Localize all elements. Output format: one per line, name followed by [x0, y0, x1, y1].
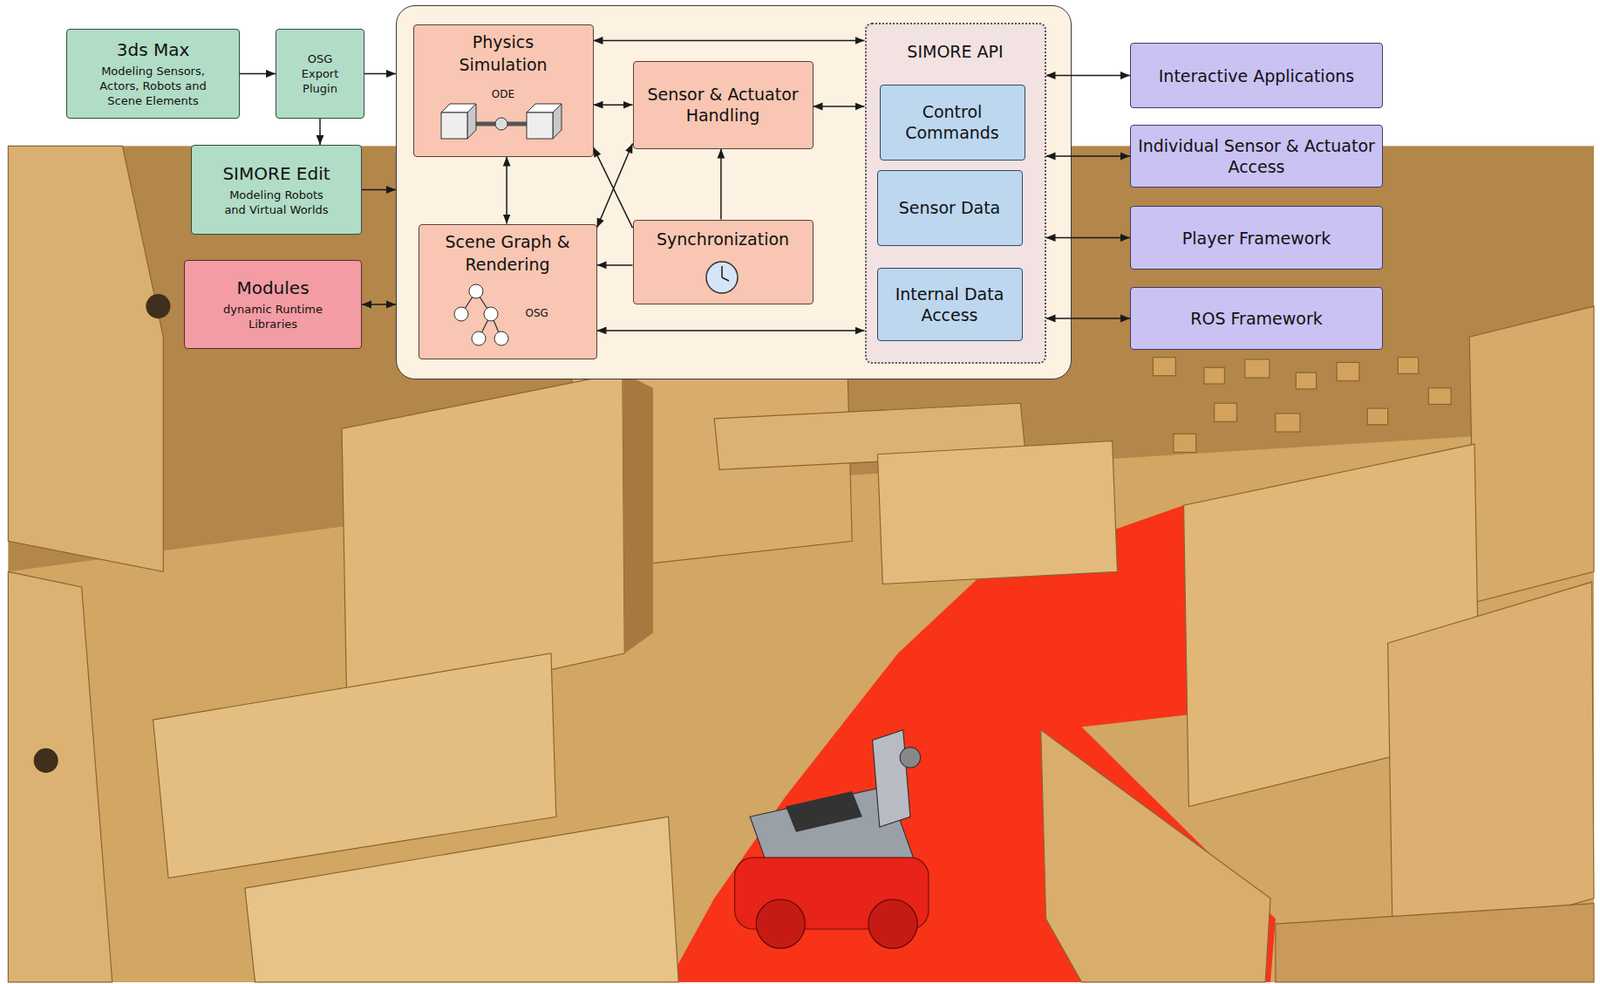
- connector: [361, 189, 396, 191]
- core-container: Physics SimulationODE Sensor & Actuator H…: [395, 5, 1072, 380]
- wall-panel: [153, 653, 557, 878]
- tool-box: 3ds MaxModeling Sensors, Actors, Robots …: [66, 28, 240, 119]
- box-subtext: ODE: [491, 88, 515, 101]
- api-box: Sensor Data: [877, 170, 1023, 246]
- cube-obstacle: [1204, 367, 1225, 384]
- clock-hand: [721, 277, 729, 281]
- cube-side: [552, 103, 562, 139]
- box-title: 3ds Max: [116, 39, 191, 61]
- cube-side: [467, 103, 477, 139]
- box-subtext: Modeling Robots and Virtual Worlds: [219, 187, 334, 218]
- cube-obstacle: [1397, 357, 1418, 375]
- box-title: SIMORE Edit: [222, 163, 330, 184]
- cube-front: [526, 112, 553, 139]
- wall-side: [622, 372, 654, 654]
- robot-camera: [899, 747, 920, 768]
- cube-obstacle: [1428, 388, 1451, 405]
- box-subtext: dynamic Runtime Libraries: [216, 301, 330, 332]
- module-box: Modulesdynamic Runtime Libraries: [183, 259, 362, 349]
- robot-wheel: [755, 898, 805, 948]
- wall-panel: [7, 571, 112, 981]
- box-subtext: OSG: [525, 306, 549, 320]
- box-title: ROS Framework: [1190, 307, 1322, 329]
- cube-obstacle: [1152, 357, 1176, 376]
- wall-panel: [877, 441, 1117, 585]
- tool-box: SIMORE EditModeling Robots and Virtual W…: [190, 144, 362, 235]
- box-title: SIMORE API: [906, 40, 1003, 63]
- cube-obstacle: [1214, 402, 1238, 422]
- maze-scene: [7, 145, 1594, 981]
- connector: [361, 303, 396, 306]
- cube-front: [441, 112, 468, 139]
- tree-node: [454, 306, 469, 321]
- process-box: Sensor & Actuator Handling: [633, 61, 814, 150]
- api-box: Internal Data Access: [877, 267, 1023, 341]
- api-box: Control Commands: [879, 84, 1026, 161]
- joint: [495, 117, 508, 130]
- physics-icon: [439, 100, 564, 146]
- connector: [319, 118, 321, 145]
- tree-node: [471, 331, 486, 346]
- interface-box: Individual Sensor & Actuator Access: [1130, 124, 1383, 188]
- cube-obstacle: [1367, 408, 1388, 425]
- process-box: Synchronization: [633, 219, 814, 305]
- box-title: Modules: [236, 277, 309, 299]
- plugin-box: OSG Export Plugin: [275, 28, 365, 119]
- interface-box: Player Framework: [1130, 205, 1383, 270]
- box-title: Sensor & Actuator Handling: [637, 83, 810, 126]
- robot-mast: [872, 729, 911, 827]
- wall-panel: [7, 145, 164, 572]
- box-title: Interactive Applications: [1158, 65, 1355, 87]
- wall-panel: [1041, 729, 1271, 982]
- connector: [364, 73, 396, 75]
- box-subtext: Modeling Sensors, Actors, Robots and Sce…: [88, 63, 219, 109]
- process-box: Scene Graph & RenderingOSG: [418, 224, 598, 360]
- wall-panel: [341, 372, 625, 715]
- tree-node: [469, 284, 484, 299]
- wall-hole: [34, 748, 59, 773]
- interface-box: Interactive Applications: [1130, 42, 1383, 109]
- wall-panel: [1388, 581, 1594, 954]
- api-group: SIMORE API Control CommandsSensor DataInt…: [864, 22, 1047, 364]
- tree-node: [494, 331, 509, 346]
- cube-obstacle: [1336, 361, 1360, 381]
- clock-icon: [703, 258, 741, 296]
- box-title: Individual Sensor & Actuator Access: [1134, 135, 1379, 178]
- robot-top-panel: [785, 790, 863, 832]
- cube-obstacle: [1295, 372, 1316, 389]
- wall-panel: [245, 816, 679, 982]
- process-box: Physics SimulationODE: [413, 24, 594, 157]
- box-title: Internal Data Access: [881, 283, 1019, 326]
- box-title: Synchronization: [656, 227, 790, 251]
- connector: [239, 73, 276, 75]
- scene-graph-icon: [445, 282, 511, 349]
- cube-obstacle: [1173, 433, 1197, 452]
- robot-wheel: [868, 898, 918, 948]
- cube-obstacle: [1245, 359, 1270, 378]
- box-title: Physics Simulation: [433, 30, 573, 76]
- box-title: Control Commands: [884, 101, 1022, 143]
- interface-box: ROS Framework: [1130, 286, 1383, 350]
- box-title: OSG Export Plugin: [293, 51, 347, 96]
- clock-hand: [721, 265, 723, 278]
- wall-panel: [1469, 306, 1594, 602]
- wall-panel: [1275, 903, 1594, 982]
- box-title: Player Framework: [1182, 227, 1331, 249]
- wall-hole: [145, 293, 171, 319]
- cube-obstacle: [1275, 413, 1301, 432]
- maze-ground: [7, 145, 1594, 981]
- box-title: Sensor Data: [898, 197, 1001, 218]
- tree-node: [483, 306, 498, 321]
- box-title: Scene Graph & Rendering: [428, 230, 586, 276]
- clock-face: [706, 261, 738, 293]
